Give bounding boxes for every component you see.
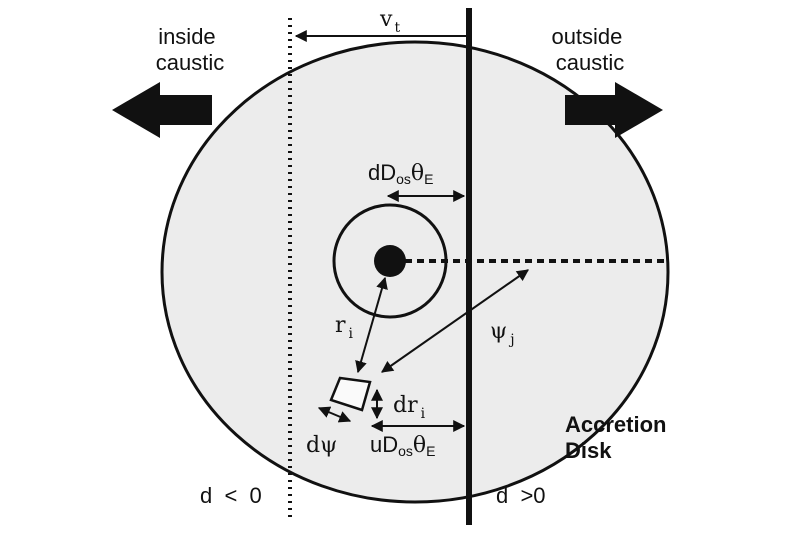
left-direction-arrow (112, 82, 212, 138)
angle-width-arrow (317, 406, 352, 423)
angle-width-label: dψ (306, 433, 337, 458)
accretion-disk-label: Accretion Disk (565, 412, 673, 463)
d-positive-label: d >0 (496, 483, 546, 508)
caustic-distance-label: dDosθE (368, 160, 434, 187)
central-mass (374, 245, 406, 277)
inside-caustic-label: inside caustic (156, 24, 224, 75)
annulus-patch (329, 376, 372, 412)
outside-caustic-label: outside caustic (551, 24, 628, 75)
psi-arrow (381, 269, 529, 373)
patch-distance-label: uDosθE (370, 432, 436, 459)
d-negative-label: d < 0 (200, 483, 262, 508)
right-direction-arrow (565, 82, 663, 138)
radius-arrow (355, 276, 388, 374)
